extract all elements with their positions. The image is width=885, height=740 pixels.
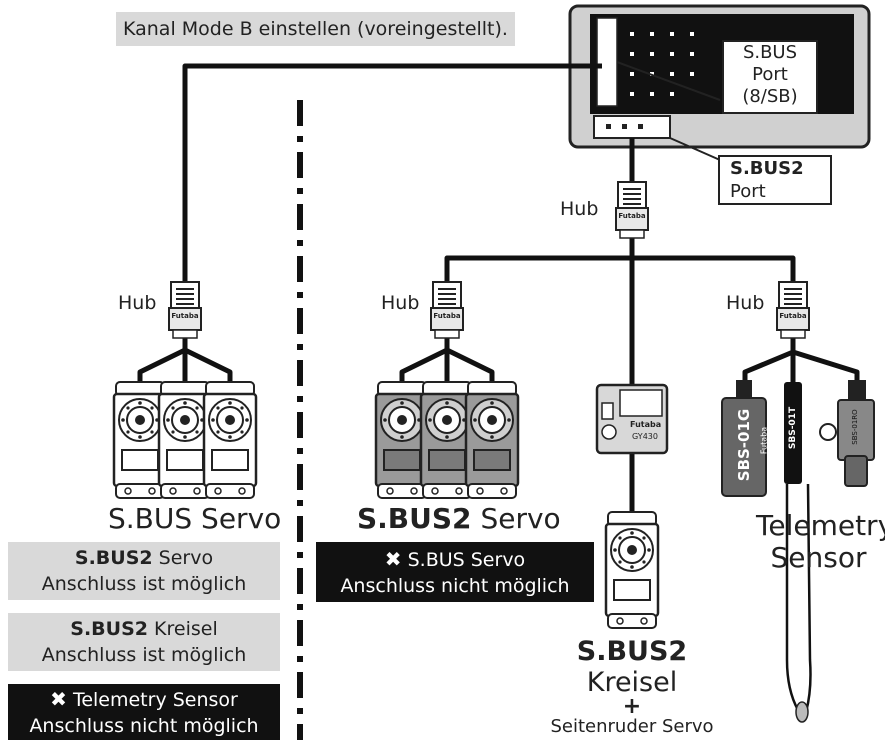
mode-note: Kanal Mode B einstellen (voreingestellt)… xyxy=(116,12,515,46)
note-telemetry: ✖ Telemetry Sensor Anschluss nicht mögli… xyxy=(8,684,280,740)
telemetry-title: Telemetry Sensor xyxy=(756,509,885,574)
note-sbus2-servo-rest: Servo xyxy=(158,547,214,569)
gyro-brand: Futaba xyxy=(630,420,662,429)
gyro-title-line3: Seitenruder Servo xyxy=(550,716,714,737)
telemetry-title-line1: Telemetry xyxy=(756,509,885,542)
hub-middle xyxy=(430,281,464,339)
gyro-model: GY430 xyxy=(632,432,658,441)
sensor-s1-label: SBS-01G xyxy=(735,408,753,482)
sbus2-port-line2: Port xyxy=(730,181,766,202)
receiver xyxy=(568,4,871,161)
hub-brand-middle: Futaba xyxy=(433,312,461,320)
sensor-s2-label: SBS-01T xyxy=(788,406,798,450)
sbus-port-line1: S.BUS xyxy=(742,42,798,63)
hub-brand-right: Futaba xyxy=(779,312,807,320)
sbus-servo-3 xyxy=(202,380,258,500)
note-sbus2-servo-line1: S.BUS2 Servo xyxy=(8,545,280,571)
hub-brand-center: Futaba xyxy=(618,212,646,220)
hub-right xyxy=(776,281,810,339)
sbus-port-line2: Port xyxy=(752,64,788,85)
hub-brand-left: Futaba xyxy=(171,312,199,320)
note-sbus-servo-line2: Anschluss nicht möglich xyxy=(340,575,570,597)
sbus2-port-line1: S.BUS2 xyxy=(730,158,804,179)
note-telemetry-line2: Anschluss nicht möglich xyxy=(29,715,259,737)
cross-icon: ✖ xyxy=(384,547,402,571)
hub-label-middle: Hub xyxy=(381,292,420,314)
note-sbus2-gyro: S.BUS2 Kreisel Anschluss ist möglich xyxy=(8,613,280,671)
note-sbus2-servo-line2: Anschluss ist möglich xyxy=(41,573,247,595)
note-sbus2-gyro-line2: Anschluss ist möglich xyxy=(41,644,247,666)
note-sbus-servo: ✖ S.BUS Servo Anschluss nicht möglich xyxy=(316,542,594,602)
telemetry-title-line2: Sensor xyxy=(770,541,867,574)
sbus2-servo-3 xyxy=(464,380,520,500)
note-sbus2-gyro-line1: S.BUS2 Kreisel xyxy=(8,616,280,642)
hub-label-left: Hub xyxy=(118,292,157,314)
note-sbus2-servo-bold: S.BUS2 xyxy=(74,547,153,569)
sensor-sbs01t xyxy=(784,382,812,723)
cross-icon: ✖ xyxy=(50,687,67,711)
sbus-port-label: S.BUS Port (8/SB) xyxy=(722,40,818,114)
rudder-servo xyxy=(604,510,660,630)
sensor-sbs01g xyxy=(721,380,767,497)
hub-label-right: Hub xyxy=(726,292,765,314)
sbus-servo-title: S.BUS Servo xyxy=(108,502,282,535)
sensor-s1-brand: Futaba xyxy=(759,426,769,455)
sbus2-servo-title-rest: Servo xyxy=(480,502,561,535)
sbus2-port-label: S.BUS2 Port xyxy=(718,155,832,205)
note-sbus-servo-line1: ✖ S.BUS Servo xyxy=(316,546,594,573)
note-sbus2-gyro-rest: Kreisel xyxy=(154,618,218,640)
gyro-title-line1: S.BUS2 xyxy=(576,636,688,667)
hub-center xyxy=(615,181,649,239)
gyro-device xyxy=(595,383,669,455)
hub-label-center: Hub xyxy=(560,198,599,220)
sbus-port-line3: (8/SB) xyxy=(742,86,798,107)
gyro-title: S.BUS2 Kreisel + Seitenruder Servo xyxy=(520,636,744,738)
sensor-sbs01ro xyxy=(819,380,875,487)
note-telemetry-text: Telemetry Sensor xyxy=(72,689,238,711)
sensor-s3-label: SBS-01RO xyxy=(851,409,859,445)
note-telemetry-line1: ✖ Telemetry Sensor xyxy=(8,686,280,713)
sbus2-servo-title-bold: S.BUS2 xyxy=(357,502,472,535)
note-sbus2-servo: S.BUS2 Servo Anschluss ist möglich xyxy=(8,542,280,600)
hub-left xyxy=(168,281,202,339)
note-sbus2-gyro-bold: S.BUS2 xyxy=(70,618,148,640)
mode-note-text: Kanal Mode B einstellen (voreingestellt)… xyxy=(123,18,508,40)
gyro-title-line2: Kreisel xyxy=(586,667,678,698)
note-sbus-servo-text: S.BUS Servo xyxy=(407,549,526,571)
gyro-title-plus: + xyxy=(622,694,642,719)
sbus2-servo-title: S.BUS2 Servo xyxy=(357,502,561,535)
wires xyxy=(137,63,860,512)
